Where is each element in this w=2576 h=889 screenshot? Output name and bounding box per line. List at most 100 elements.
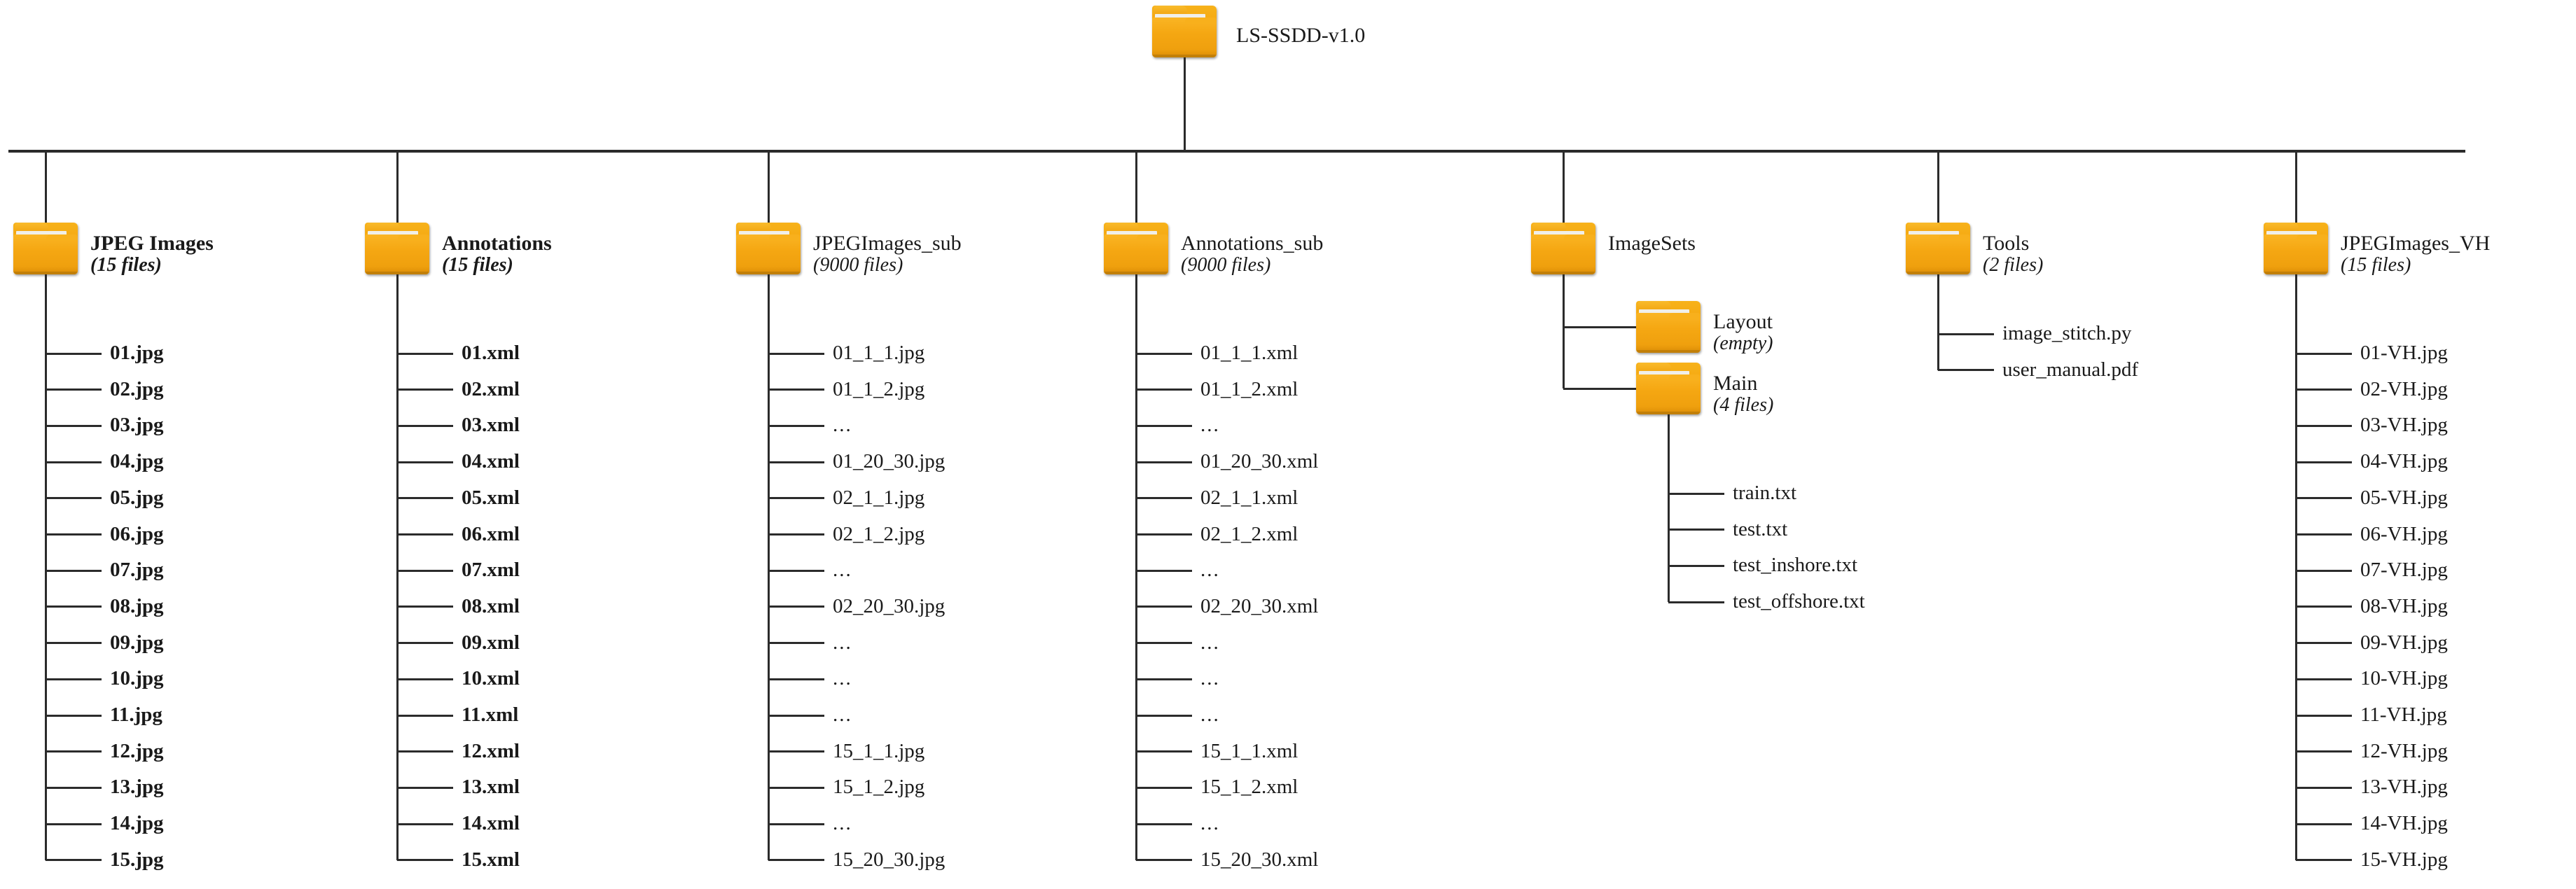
- branch-drop-Annotations_sub: [1135, 151, 1137, 223]
- folder-name-text: JPEG Images: [90, 232, 214, 255]
- folder-base: [737, 272, 800, 274]
- folder-file-count: (15 files): [2341, 254, 2411, 276]
- leaf-connector: [2296, 497, 2352, 500]
- file-label: 02_1_1.jpg: [833, 486, 925, 509]
- leaf-connector: [1136, 388, 1192, 391]
- folder-name-text: ImageSets: [1608, 232, 1696, 255]
- file-label: 08.xml: [462, 594, 520, 617]
- leaf-trunk-Tools: [1937, 274, 1939, 370]
- leaf-trunk-Main: [1667, 414, 1670, 603]
- leaf-connector: [1136, 424, 1192, 427]
- leaf-connector: [46, 352, 102, 355]
- folder-strip: [1639, 309, 1689, 314]
- folder-strip: [2266, 231, 2317, 236]
- folder-tab: [738, 223, 771, 233]
- file-label: 04.xml: [462, 450, 520, 473]
- subfolder-connector-Layout: [1563, 326, 1636, 328]
- subfolder-trunk: [1562, 274, 1565, 388]
- leaf-connector: [2296, 750, 2352, 753]
- file-label: 15-VH.jpg: [2360, 848, 2448, 871]
- list-item-ellipsis: ...: [833, 667, 852, 690]
- folder-tab: [1154, 6, 1187, 16]
- file-label: 15_20_30.jpg: [833, 848, 946, 871]
- folder-notch: [1137, 234, 1168, 241]
- file-label: train.txt: [1733, 482, 1797, 504]
- leaf-connector: [46, 714, 102, 717]
- leaf-connector: [1136, 786, 1192, 789]
- file-label: 05.jpg: [110, 486, 164, 509]
- folder-label-Annotations_sub: Annotations_sub(9000 files): [1181, 232, 1323, 276]
- file-label: 02_20_30.jpg: [833, 594, 946, 617]
- folder-base: [14, 272, 77, 274]
- leaf-connector: [46, 822, 102, 825]
- leaf-connector: [397, 642, 453, 645]
- folder-base: [2264, 272, 2327, 274]
- file-label: 12.jpg: [110, 739, 164, 762]
- folder-tab: [1105, 223, 1139, 233]
- leaf-connector: [46, 859, 102, 862]
- leaf-connector: [768, 822, 824, 825]
- folder-front: [1636, 313, 1701, 353]
- folder-strip: [739, 231, 789, 236]
- file-label: 08-VH.jpg: [2360, 594, 2448, 617]
- root-stem: [1183, 57, 1186, 151]
- file-label: test_offshore.txt: [1733, 590, 1865, 613]
- folder-strip: [1909, 231, 1959, 236]
- folder-base: [1153, 55, 1216, 57]
- file-label: 03.xml: [462, 414, 520, 437]
- leaf-connector: [2296, 642, 2352, 645]
- list-item-ellipsis: ...: [833, 559, 852, 582]
- file-label: 11.jpg: [110, 704, 162, 726]
- folder-front: [1152, 18, 1217, 57]
- folder-name-text: Annotations_sub: [1181, 232, 1324, 255]
- list-item-ellipsis: ...: [1200, 631, 1220, 654]
- folder-name-text: JPEGImages_sub: [813, 232, 962, 255]
- leaf-connector: [1136, 606, 1192, 608]
- list-item-ellipsis: ...: [833, 414, 852, 437]
- leaf-connector: [46, 388, 102, 391]
- file-label: 14.jpg: [110, 812, 164, 835]
- leaf-connector: [768, 786, 824, 789]
- file-label: 09.jpg: [110, 631, 164, 654]
- folder-front: [1531, 234, 1595, 274]
- leaf-trunk-JPEGImages_sub: [767, 274, 770, 860]
- list-item-ellipsis: ...: [1200, 559, 1220, 582]
- file-label: 02_20_30.xml: [1200, 594, 1319, 617]
- file-label: 05-VH.jpg: [2360, 486, 2448, 509]
- list-item-ellipsis: ...: [1200, 704, 1220, 726]
- leaf-connector: [1136, 569, 1192, 572]
- leaf-connector: [768, 642, 824, 645]
- folder-icon-ImageSets: [1531, 223, 1595, 274]
- file-label: 06.jpg: [110, 522, 164, 545]
- file-label: 08.jpg: [110, 594, 164, 617]
- leaf-connector: [2296, 533, 2352, 536]
- folder-file-count: (4 files): [1713, 394, 1774, 416]
- folder-file-count: (empty): [1713, 332, 1773, 355]
- file-label: 14-VH.jpg: [2360, 812, 2448, 835]
- leaf-connector: [46, 533, 102, 536]
- leaf-connector: [397, 606, 453, 608]
- folder-tab: [1907, 223, 1941, 233]
- folder-label-JPEGImages: JPEG Images(15 files): [90, 232, 214, 276]
- file-label: 10.xml: [462, 667, 520, 690]
- folder-icon-JPEGImages_VH: [2264, 223, 2328, 274]
- leaf-trunk-JPEGImages: [44, 274, 47, 860]
- folder-tab: [1637, 363, 1671, 373]
- leaf-connector: [2296, 352, 2352, 355]
- leaf-connector: [768, 750, 824, 753]
- list-item-ellipsis: ...: [833, 704, 852, 726]
- branch-drop-Annotations: [396, 151, 399, 223]
- leaf-connector: [1136, 642, 1192, 645]
- file-label: 09-VH.jpg: [2360, 631, 2448, 654]
- folder-label-Layout: Layout(empty): [1713, 310, 1773, 355]
- file-label: 07-VH.jpg: [2360, 559, 2448, 582]
- leaf-connector: [46, 424, 102, 427]
- folder-strip: [16, 231, 67, 236]
- file-label: 03-VH.jpg: [2360, 414, 2448, 437]
- folder-front: [1104, 234, 1168, 274]
- leaf-connector: [1136, 750, 1192, 753]
- leaf-connector: [397, 678, 453, 680]
- folder-tab: [15, 223, 48, 233]
- file-label: 07.xml: [462, 559, 520, 582]
- folder-notch: [1185, 18, 1217, 24]
